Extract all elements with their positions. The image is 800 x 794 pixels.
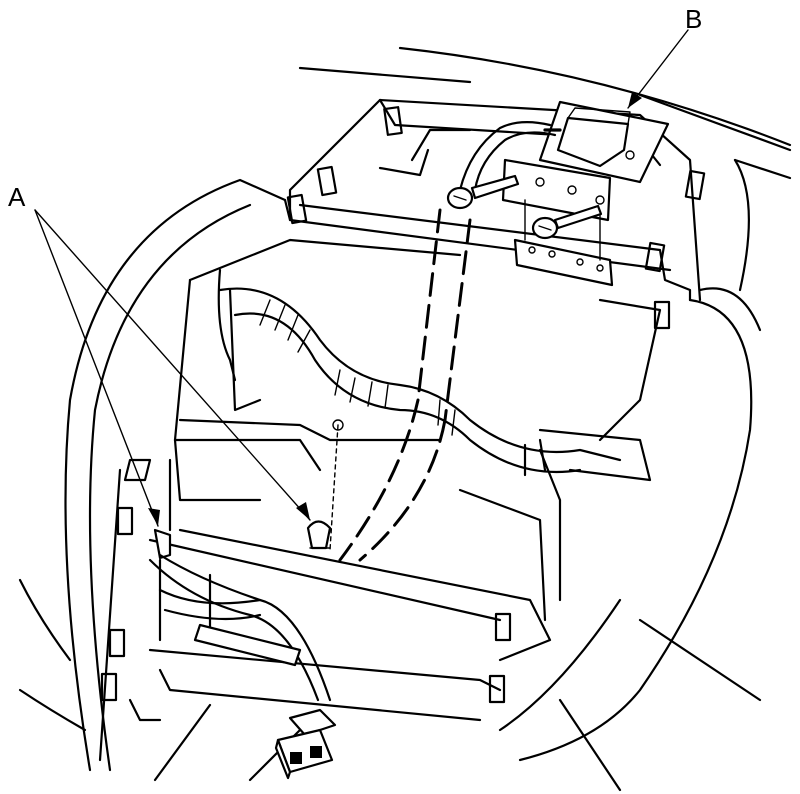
dashboard-outline [18, 46, 792, 792]
housing-slots [100, 106, 706, 704]
antenna-cable [148, 553, 332, 702]
mounting-bracket [513, 199, 614, 287]
console-housing [64, 98, 762, 772]
screw-lower [531, 204, 603, 240]
clip-a-left [153, 528, 172, 560]
screw-upper [446, 174, 520, 210]
callout-b-label: B [685, 4, 702, 34]
inner-frame [128, 238, 662, 722]
connector [274, 708, 337, 780]
clip-a-right [306, 520, 332, 550]
leader-lines [34, 29, 689, 527]
antenna-unit [458, 100, 670, 222]
callout-a-label: A [8, 182, 26, 212]
wiring-harness [173, 287, 622, 502]
installation-guides [329, 208, 472, 562]
